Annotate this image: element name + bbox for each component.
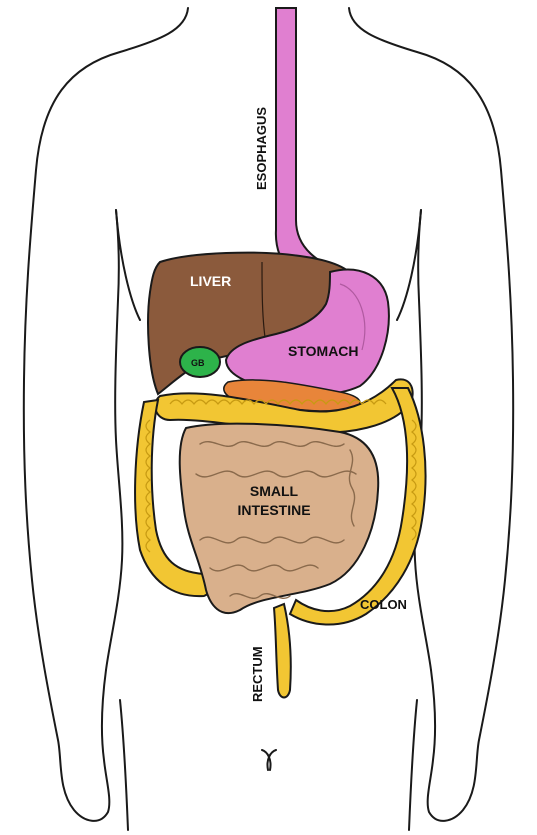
label-rectum: RECTUM (250, 646, 265, 702)
label-esophagus: ESOPHAGUS (254, 107, 269, 190)
rectum-shape (274, 604, 291, 698)
label-gallbladder: GB (191, 358, 205, 368)
label-small-intestine-line2: INTESTINE (237, 502, 310, 518)
label-small-intestine-line1: SMALL (250, 483, 299, 499)
label-colon: COLON (360, 597, 407, 612)
label-liver: LIVER (190, 273, 231, 289)
label-stomach: STOMACH (288, 343, 359, 359)
esophagus-shape (276, 8, 340, 296)
small-intestine-shape (180, 424, 379, 613)
